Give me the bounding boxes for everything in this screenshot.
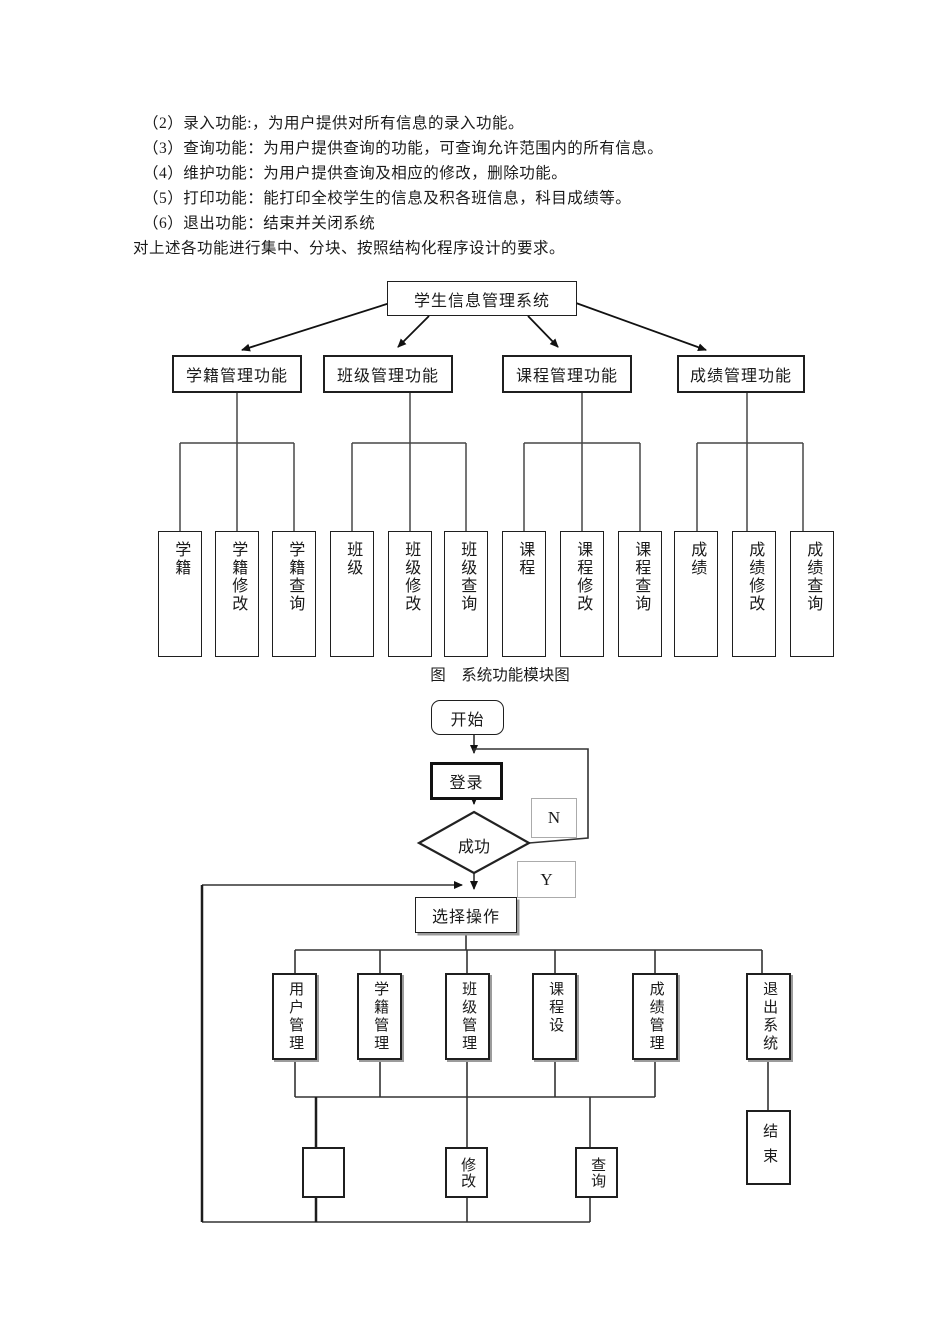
flow-module-box: 班级管理 [445, 973, 490, 1060]
tree-leaf-label: 成绩修改 [746, 541, 764, 613]
decision-diamond [416, 810, 532, 875]
flow-module-label: 学籍管理 [372, 981, 389, 1053]
tree-leaf-box: 成绩查询 [790, 531, 834, 657]
flowchart-lines [202, 735, 769, 1223]
tree-leaf-box: 课程修改 [560, 531, 604, 657]
tree-root-arrows [241, 302, 707, 352]
flow-module-label: 成绩管理 [647, 981, 664, 1053]
flow-module-box: 学籍管理 [357, 973, 402, 1060]
flow-select-box: 选择操作 [415, 897, 517, 933]
tree-leaf-box: 课程 [502, 531, 546, 657]
flow-module-label: 退出系统 [761, 981, 778, 1053]
flow-module-label: 课程设 [547, 981, 564, 1035]
tree-leaf-label: 学籍修改 [229, 541, 247, 613]
flow-end-box: 结束 [746, 1110, 791, 1185]
decision-label: 成功 [457, 839, 490, 856]
tree-leaf-box: 班级 [330, 531, 374, 657]
tree-leaf-box: 班级查询 [444, 531, 488, 657]
tree-leaf-box: 学籍 [158, 531, 202, 657]
tree-branch-lines [179, 393, 804, 531]
tree-leaf-box: 成绩修改 [732, 531, 776, 657]
tree-branch-box: 班级管理功能 [323, 355, 453, 393]
figure-caption: 图 系统功能模块图 [430, 667, 570, 684]
tree-leaf-label: 课程修改 [574, 541, 592, 613]
tree-leaf-label: 成绩 [688, 541, 706, 577]
description-line: 对上述各功能进行集中、分块、按照结构化程序设计的要求。 [133, 240, 566, 257]
tree-leaf-box: 课程查询 [618, 531, 662, 657]
decision-yes-label: Y [517, 861, 576, 898]
flow-blank-box [302, 1147, 345, 1198]
tree-leaf-label: 班级查询 [458, 541, 476, 613]
flow-query-box: 查询 [575, 1147, 618, 1198]
tree-leaf-box: 班级修改 [388, 531, 432, 657]
flow-modify-label: 修改 [459, 1156, 476, 1189]
flowchart-thick-lines [200, 885, 318, 1222]
flow-start-box: 开始 [431, 700, 504, 735]
tree-leaf-label: 学籍 [172, 541, 190, 577]
flow-module-label: 用户管理 [287, 981, 304, 1053]
tree-leaf-box: 学籍修改 [215, 531, 259, 657]
tree-leaf-label: 课程 [516, 541, 534, 577]
tree-leaf-label: 成绩查询 [804, 541, 822, 613]
flow-module-box: 课程设 [532, 973, 577, 1060]
flow-end-label: 结束 [761, 1122, 778, 1173]
flow-module-box: 成绩管理 [632, 973, 678, 1060]
flow-login-box: 登录 [430, 762, 503, 800]
description-line: （4）维护功能：为用户提供查询及相应的修改，删除功能。 [143, 165, 568, 182]
flow-module-box: 退出系统 [746, 973, 791, 1060]
tree-leaf-label: 班级修改 [402, 541, 420, 613]
flow-query-label: 查询 [589, 1156, 606, 1189]
description-line: （2）录入功能:，为用户提供对所有信息的录入功能。 [143, 115, 525, 132]
tree-leaf-box: 学籍查询 [272, 531, 316, 657]
tree-leaf-label: 学籍查询 [286, 541, 304, 613]
tree-branch-box: 学籍管理功能 [172, 355, 302, 393]
tree-leaf-box: 成绩 [674, 531, 718, 657]
decision-no-label: N [531, 798, 577, 838]
description-line: （6）退出功能：结束并关闭系统 [143, 215, 376, 232]
flow-module-box: 用户管理 [272, 973, 317, 1060]
tree-root-box: 学生信息管理系统 [387, 281, 577, 316]
flow-module-label: 班级管理 [460, 981, 477, 1053]
tree-branch-box: 课程管理功能 [502, 355, 632, 393]
description-line: （5）打印功能：能打印全校学生的信息及积各班信息，科目成绩等。 [143, 190, 632, 207]
description-line: （3）查询功能：为用户提供查询的功能，可查询允许范围内的所有信息。 [143, 140, 664, 157]
flow-modify-box: 修改 [445, 1147, 488, 1198]
tree-leaf-label: 班级 [344, 541, 362, 577]
tree-branch-box: 成绩管理功能 [677, 355, 805, 393]
tree-leaf-label: 课程查询 [632, 541, 650, 613]
